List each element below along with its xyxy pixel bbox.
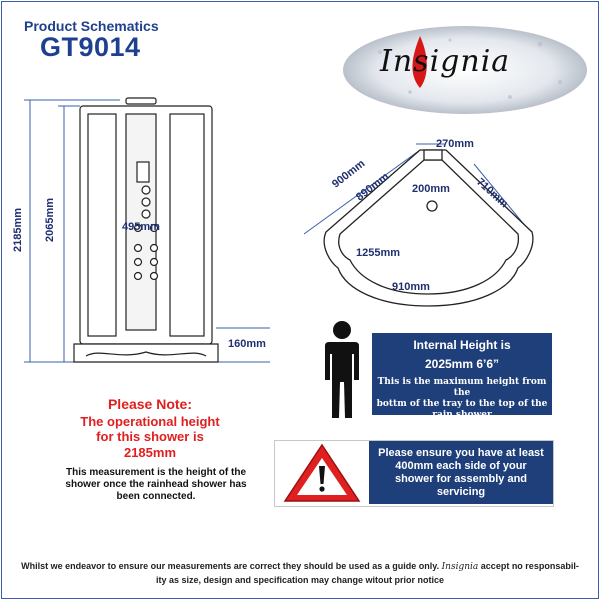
logo-wordmark: Insignia <box>380 44 511 79</box>
internal-height-desc-2: bottm of the tray to the top of the <box>376 399 548 409</box>
internal-height-box: Internal Height is 2025mm 6’6” This is t… <box>372 333 552 420</box>
note-body-1: This measurement is the height of the <box>65 467 247 478</box>
page-subtitle: Product Schematics <box>24 18 159 34</box>
footer-disclaimer: Whilst we endeavor to ensure our measure… <box>14 560 586 587</box>
clearance-line-1: Please ensure you have at least <box>378 447 544 459</box>
warning-triangle-icon <box>283 443 361 502</box>
clearance-line-2: 400mm each side of your <box>395 460 527 472</box>
internal-height-title-1: Internal Height is <box>413 338 511 352</box>
dim-cabin-height: 2065mm <box>44 197 56 242</box>
dim-width-1255: 1255mm <box>356 247 401 259</box>
top-view-drawing <box>303 143 534 307</box>
clearance-line-4: servicing <box>436 486 486 498</box>
note-body-3: been connected. <box>116 491 196 502</box>
dim-drain-offset: 200mm <box>412 183 450 195</box>
dim-width-910: 910mm <box>392 281 430 293</box>
dim-total-height: 2185mm <box>12 207 24 252</box>
dim-panel-width: 495mm <box>122 221 160 233</box>
note-line-2: for this shower is <box>96 429 204 444</box>
footer-text-3: ity as size, design and specification ma… <box>155 575 445 585</box>
footer-text-1: Whilst we endeavor to ensure our measure… <box>21 561 440 571</box>
footer-text-2: accept no responsabil- <box>480 561 579 571</box>
note-body: This measurement is the height of the sh… <box>64 467 248 503</box>
note-body-2: shower once the rainhead shower has <box>65 479 247 490</box>
page-title: GT9014 <box>40 32 141 62</box>
clearance-box: Please ensure you have at least 400mm ea… <box>369 441 553 504</box>
footer-brand: Insignia <box>441 562 479 572</box>
brand-logo <box>343 26 587 114</box>
flame-icon <box>412 36 427 88</box>
note-title: Please Note: <box>107 396 193 412</box>
internal-height-title-2: 2025mm 6’6” <box>424 357 500 371</box>
note-line-1: The operational height <box>80 414 220 429</box>
clearance-line-3: shower for assembly and <box>394 473 528 485</box>
dim-tray-height: 160mm <box>228 338 266 350</box>
dim-top-width: 270mm <box>436 138 474 150</box>
front-view-drawing <box>24 97 270 363</box>
note-value: 2185mm <box>123 445 177 460</box>
person-silhouette-icon <box>325 321 359 418</box>
internal-height-desc-3: rain shower <box>432 410 492 420</box>
internal-height-desc-1: This is the maximum height from the <box>377 377 547 398</box>
